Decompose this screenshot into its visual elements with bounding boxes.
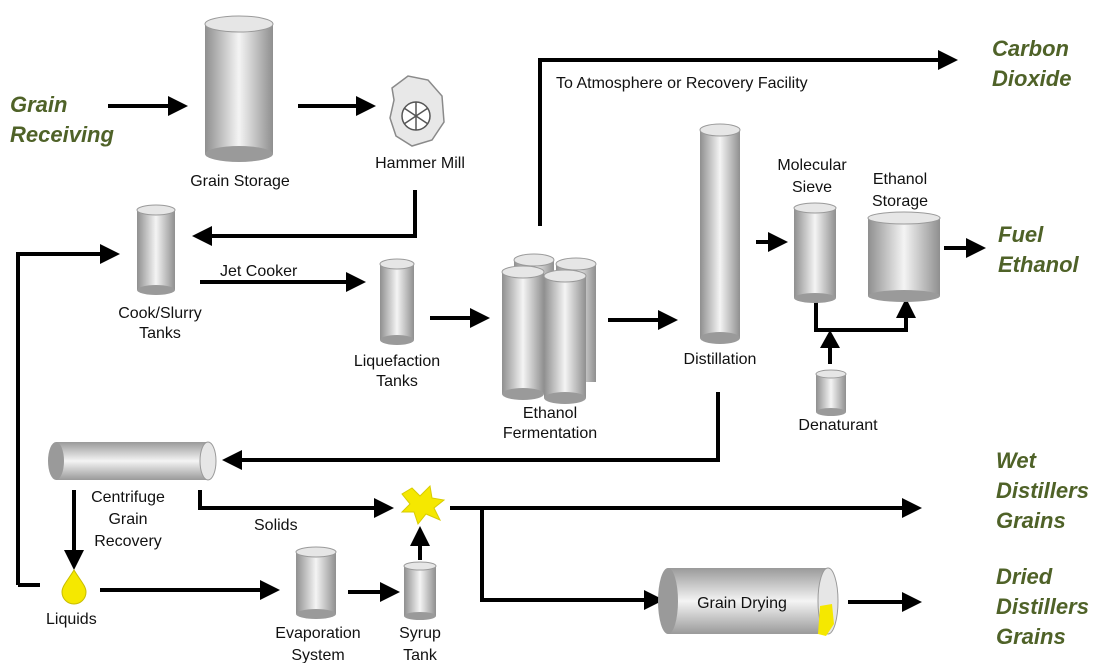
centrifuge-label: Centrifuge Grain Recovery <box>91 489 165 550</box>
cook-slurry-line-2: Tanks <box>139 325 181 342</box>
cook-slurry-label: Cook/Slurry Tanks <box>118 305 202 342</box>
ethanol-storage-line-1: Ethanol <box>873 171 927 188</box>
liquids-droplet-icon <box>61 569 87 605</box>
denaturant-tank-icon <box>815 369 847 416</box>
syrup-tank-icon <box>403 561 437 620</box>
carbon-dioxide-label: Carbon Dioxide <box>992 36 1071 91</box>
cook-slurry-line-1: Cook/Slurry <box>118 305 202 322</box>
wet-distillers-grains-label: Wet Distillers Grains <box>996 448 1089 533</box>
evaporation-system-line-2: System <box>291 647 344 663</box>
evaporation-system-tank-icon <box>295 546 337 619</box>
grain-storage-label: Grain Storage <box>190 173 290 190</box>
carbon-dioxide-line-1: Carbon <box>992 36 1069 61</box>
dried-distillers-grains-line-3: Grains <box>996 624 1066 649</box>
liquefaction-label: Liquefaction Tanks <box>354 353 440 390</box>
fermentation-line-1: Ethanol <box>523 405 577 422</box>
ethanol-storage-label: Ethanol Storage <box>872 171 928 210</box>
liquefaction-line-1: Liquefaction <box>354 353 440 370</box>
liquids-label: Liquids <box>46 611 97 628</box>
fermentation-label: Ethanol Fermentation <box>503 405 597 442</box>
grain-drying-label: Grain Drying <box>697 595 787 612</box>
carbon-dioxide-line-2: Dioxide <box>992 66 1071 91</box>
centrifuge-line-3: Recovery <box>94 533 162 550</box>
evaporation-system-line-1: Evaporation <box>275 625 360 642</box>
jet-cooker-label: Jet Cooker <box>220 263 298 280</box>
grain-receiving-line-2: Receiving <box>10 122 114 147</box>
centrifuge-cylinder-icon <box>48 441 217 481</box>
wet-distillers-grains-line-3: Grains <box>996 508 1066 533</box>
grain-dryer-drum-icon <box>658 567 839 636</box>
cook-slurry-tank-icon <box>136 204 176 295</box>
grain-storage-tank-icon <box>204 15 274 162</box>
molecular-sieve-line-2: Sieve <box>792 179 832 196</box>
wet-distillers-grains-line-2: Distillers <box>996 478 1089 503</box>
molecular-sieve-label: Molecular Sieve <box>777 157 847 196</box>
co2-destination-label: To Atmosphere or Recovery Facility <box>556 75 808 92</box>
grain-receiving-line-1: Grain <box>10 92 67 117</box>
ethanol-storage-tank-icon <box>867 211 941 302</box>
liquefaction-tank-icon <box>379 258 415 345</box>
grain-receiving-label: Grain Receiving <box>10 92 114 147</box>
distillation-column-icon <box>699 123 741 344</box>
liquefaction-line-2: Tanks <box>376 373 418 390</box>
solids-label: Solids <box>254 517 298 534</box>
ethanol-storage-line-2: Storage <box>872 193 928 210</box>
hammer-mill-icon <box>389 75 445 147</box>
distillers-grains-splat-icon <box>400 484 446 526</box>
dried-distillers-grains-line-2: Distillers <box>996 594 1089 619</box>
fermentation-tanks-icon <box>501 253 597 404</box>
centrifuge-line-1: Centrifuge <box>91 489 165 506</box>
centrifuge-line-2: Grain <box>108 511 147 528</box>
molecular-sieve-line-1: Molecular <box>777 157 847 174</box>
denaturant-label: Denaturant <box>798 417 878 434</box>
fuel-ethanol-label: Fuel Ethanol <box>998 222 1080 277</box>
syrup-tank-label: Syrup Tank <box>399 625 441 663</box>
syrup-tank-line-1: Syrup <box>399 625 441 642</box>
fermentation-line-2: Fermentation <box>503 425 597 442</box>
dried-distillers-grains-label: Dried Distillers Grains <box>996 564 1089 649</box>
flow-arrows <box>16 50 986 612</box>
molecular-sieve-icon <box>793 202 837 303</box>
syrup-tank-line-2: Tank <box>403 647 438 663</box>
evaporation-system-label: Evaporation System <box>275 625 360 663</box>
hammer-mill-label: Hammer Mill <box>375 155 465 172</box>
dried-distillers-grains-line-1: Dried <box>996 564 1053 589</box>
fuel-ethanol-line-1: Fuel <box>998 222 1044 247</box>
distillation-label: Distillation <box>684 351 757 368</box>
wet-distillers-grains-line-1: Wet <box>996 448 1038 473</box>
fuel-ethanol-line-2: Ethanol <box>998 252 1080 277</box>
